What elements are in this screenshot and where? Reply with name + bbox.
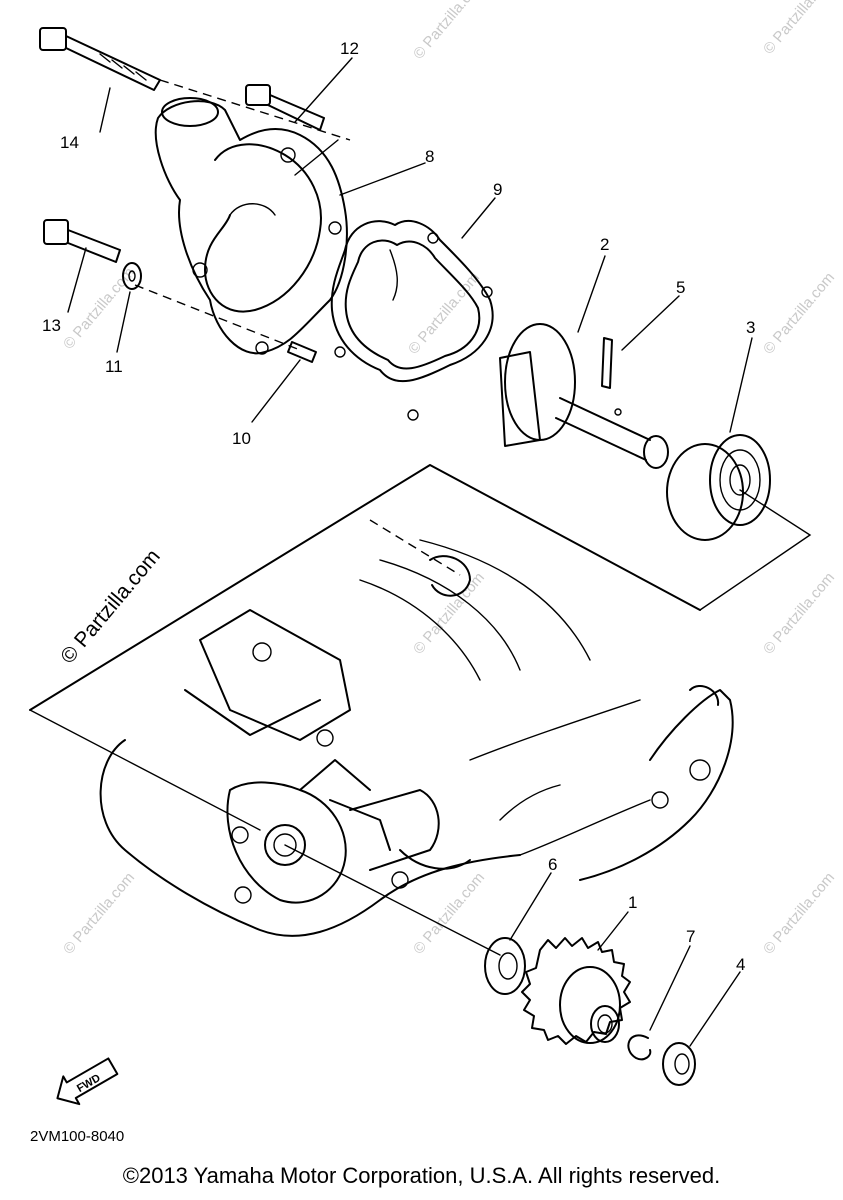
bolt-13 [43,219,121,263]
bolt-14 [39,27,161,91]
callout-labels: 12 14 8 9 2 5 3 13 11 10 6 1 7 4 [42,39,755,974]
watermark-partzilla: © Partzilla.com [56,545,165,668]
callout-5: 5 [676,278,685,297]
washer-6 [484,937,526,995]
callout-7: 7 [686,927,695,946]
callout-11: 11 [105,357,123,376]
pump-cover-8 [154,97,348,355]
leader-lines [67,57,753,1047]
callout-14: 14 [60,133,79,152]
watermark-text: © Partzilla.com [760,869,838,957]
callout-12: 12 [340,39,359,58]
callout-13: 13 [42,316,61,335]
watermark-text: © Partzilla.com [760,569,838,657]
gasket-9 [330,220,494,421]
bolt-12 [245,84,325,131]
watermark-text: © Partzilla.com [760,269,838,357]
callout-3: 3 [746,318,755,337]
crankcase [29,464,734,937]
washer-11 [122,262,142,290]
parts-diagram: © Partzilla.com © Partzilla.com © Partzi… [29,0,838,1145]
watermark-grid: © Partzilla.com © Partzilla.com © Partzi… [60,0,838,958]
dowel-pin-10 [287,341,317,363]
drawing-code: 2VM100-8040 [30,1128,124,1145]
watermark-text: © Partzilla.com [60,869,138,957]
callout-9: 9 [493,180,502,199]
callout-10: 10 [232,429,251,448]
watermark-text: © Partzilla.com [760,0,838,58]
watermark-text: © Partzilla.com [405,269,483,357]
callout-4: 4 [736,955,745,974]
watermark-text: © Partzilla.com [410,0,488,63]
watermark-text: © Partzilla.com [410,869,488,957]
circlip-7 [627,1034,652,1061]
callout-2: 2 [600,235,609,254]
callout-8: 8 [425,147,434,166]
watermark-text: © Partzilla.com [410,569,488,657]
gear-1 [521,937,631,1045]
assembly-lines [134,79,812,956]
pin-5 [601,337,613,389]
callout-1: 1 [628,893,637,912]
impeller-shaft-2 [499,323,669,469]
bearing-3 [666,434,771,541]
fwd-arrow: FWD [56,1057,119,1106]
copyright-notice: ©2013 Yamaha Motor Corporation, U.S.A. A… [122,1163,721,1188]
washer-4 [662,1042,696,1086]
callout-6: 6 [548,855,557,874]
